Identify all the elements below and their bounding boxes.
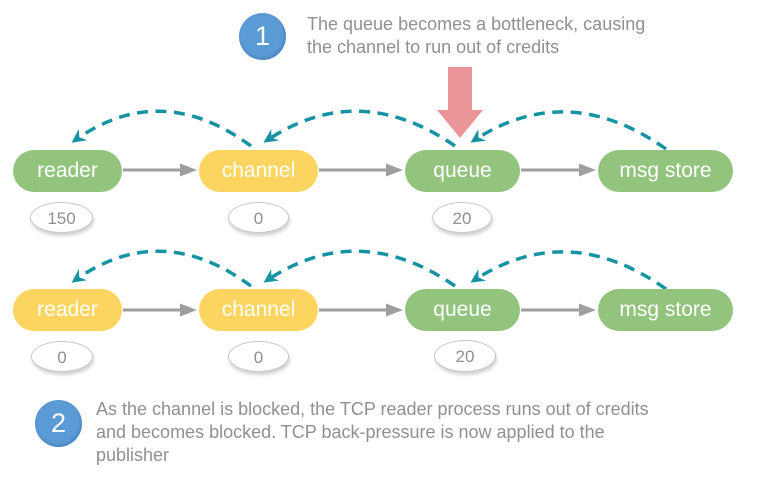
- step-2-line: As the channel is blocked, the TCP reade…: [96, 399, 649, 419]
- node-queue-row1: queue: [405, 150, 520, 192]
- message-flow-arrows: [123, 163, 596, 317]
- step-2-line: publisher: [96, 445, 170, 465]
- credits-queue-row2: 20: [434, 340, 496, 372]
- step-1-line: The queue becomes a bottleneck, causing: [307, 14, 646, 34]
- msg-arrowhead-icon: [180, 163, 197, 177]
- step-1-line: the channel to run out of credits: [307, 37, 560, 57]
- msg-arrowhead-icon: [386, 303, 403, 317]
- node-queue-row2: queue: [405, 289, 520, 331]
- credit-arc-channel-reader-row2: [71, 249, 253, 288]
- credit-arc-channel-reader-row1: [71, 109, 253, 148]
- credit-arc-msgstore-queue-row2: [470, 250, 668, 291]
- credits-queue-row1: 20: [432, 202, 492, 233]
- node-reader-row1: reader: [13, 150, 122, 192]
- step-2-badge: 2: [35, 400, 82, 447]
- credits-reader-row2: 0: [31, 341, 93, 372]
- step-2-line: and becomes blocked. TCP back-pressure i…: [96, 422, 605, 442]
- credit-arc-msgstore-queue-row1: [470, 110, 668, 151]
- credits-channel-row2: 0: [228, 341, 289, 372]
- node-channel-row1: channel: [199, 150, 318, 192]
- node-reader-row2: reader: [13, 289, 122, 331]
- node-channel-row2: channel: [199, 289, 318, 331]
- step-1-text: The queue becomes a bottleneck, causing …: [307, 13, 645, 59]
- msg-arrowhead-icon: [386, 163, 403, 177]
- step-1-badge: 1: [239, 13, 286, 60]
- credit-arc-queue-channel-row1: [263, 109, 456, 148]
- credits-channel-row1: 0: [228, 202, 289, 233]
- bottleneck-arrow-icon: [437, 67, 483, 138]
- msg-arrowhead-icon: [579, 303, 596, 317]
- node-msgstore-row1: msg store: [598, 150, 733, 192]
- credit-arc-queue-channel-row2: [263, 249, 456, 288]
- node-msgstore-row2: msg store: [598, 289, 733, 331]
- step-2-text: As the channel is blocked, the TCP reade…: [96, 398, 649, 467]
- msg-arrowhead-icon: [180, 303, 197, 317]
- credit-flow-arcs: [71, 109, 668, 291]
- msg-arrowhead-icon: [579, 163, 596, 177]
- credits-reader-row1: 150: [30, 202, 93, 233]
